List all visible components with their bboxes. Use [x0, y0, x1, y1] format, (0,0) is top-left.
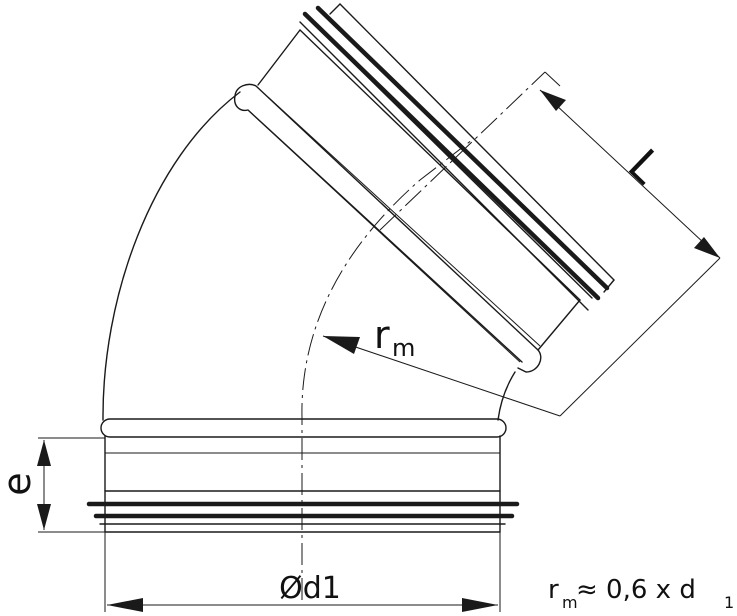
formula: r m ≈ 0,6 x d 1 — [548, 575, 734, 612]
formula-r-sub: m — [562, 593, 578, 612]
formula-relation: ≈ 0,6 x d — [576, 575, 696, 605]
dimension-e — [37, 437, 105, 533]
centerline — [301, 139, 473, 600]
dimension-L — [539, 71, 721, 417]
upper-centerline — [379, 71, 546, 231]
label-depth: e — [0, 472, 39, 495]
dimension-rm — [322, 335, 561, 417]
label-length: L — [618, 140, 671, 194]
formula-r: r — [548, 575, 559, 605]
label-radius: r — [374, 313, 390, 357]
bottom-seal-rings — [86, 490, 520, 525]
dimension-d1 — [104, 532, 501, 612]
formula-d-sub: 1 — [724, 593, 734, 612]
label-diameter: Ød1 — [279, 571, 341, 606]
elbow-body — [102, 91, 516, 421]
upper-seal-rings — [299, 3, 615, 311]
label-radius-sub: m — [392, 334, 415, 362]
